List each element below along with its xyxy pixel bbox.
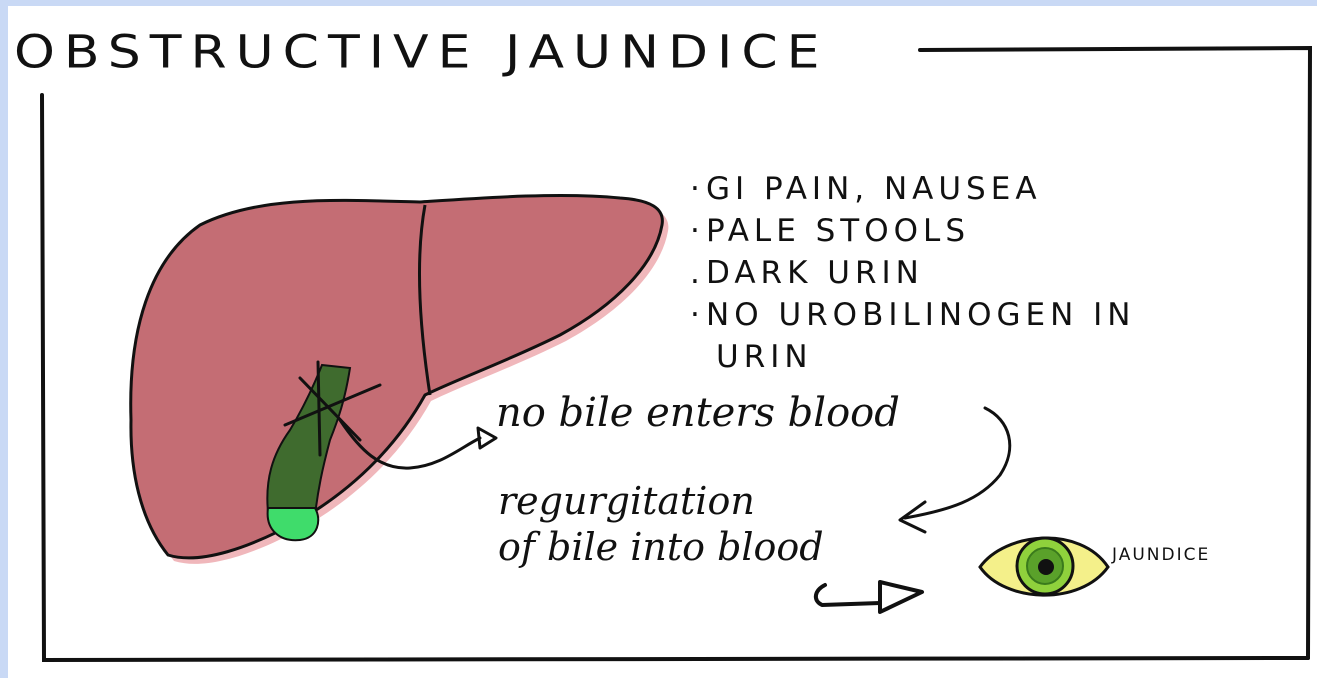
symptom-item-continued: URIN xyxy=(690,336,1135,378)
note-regurgitation-line1: regurgitation xyxy=(498,478,824,524)
symptom-item: ·PALE STOOLS xyxy=(690,210,1135,252)
jaundiced-eye-icon xyxy=(980,538,1108,595)
symptom-item: ·GI PAIN, NAUSEA xyxy=(690,168,1135,210)
note-regurgitation: regurgitation of bile into blood xyxy=(498,478,824,570)
symptom-item: .DARK URIN xyxy=(690,252,1135,294)
symptom-item: ·NO UROBILINOGEN IN xyxy=(690,294,1135,336)
eye-label: JAUNDICE xyxy=(1112,545,1210,565)
note-regurgitation-line2: of bile into blood xyxy=(498,524,824,570)
arrow-to-eye xyxy=(816,582,922,612)
note-no-bile: no bile enters blood xyxy=(496,390,900,436)
arrow-nobile-to-regurg xyxy=(900,408,1010,532)
symptom-list: ·GI PAIN, NAUSEA ·PALE STOOLS .DARK URIN… xyxy=(690,168,1135,378)
